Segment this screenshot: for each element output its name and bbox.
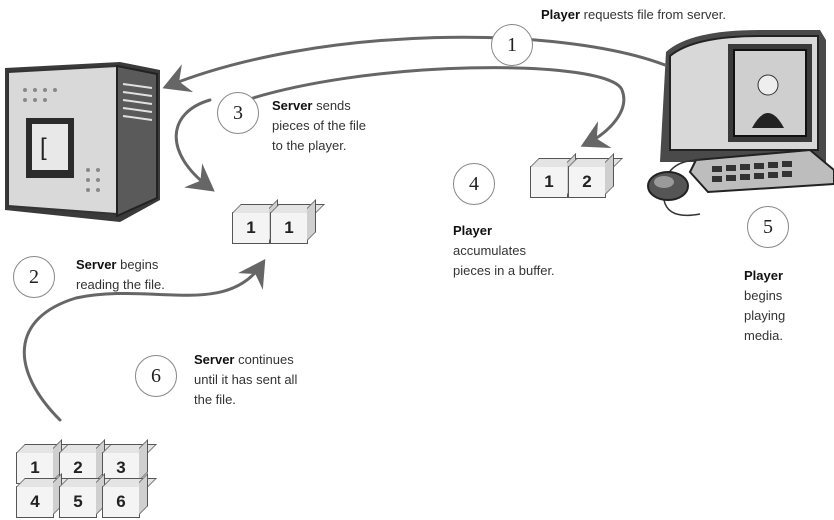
step-5-actor: Player	[744, 268, 784, 283]
step-6-actor: Server	[194, 352, 235, 367]
step-2-actor: Server	[76, 257, 117, 272]
request-arrow	[162, 35, 667, 93]
step-2-desc: begins	[116, 257, 159, 272]
step-1-desc: requests file from server.	[580, 7, 726, 22]
step-6-desc: continues	[234, 352, 294, 367]
step-4-actor: Player	[453, 223, 493, 238]
step-6-text: Server continues until it has sent all t…	[194, 350, 297, 410]
step-1-circle: 1	[491, 24, 533, 66]
step-4-line3: pieces in a buffer.	[453, 263, 555, 278]
step-2-line2: reading the file.	[76, 277, 165, 292]
step-3-line2: pieces of the file	[272, 118, 366, 133]
step-4-circle: 4	[453, 163, 495, 205]
step-3-circle: 3	[217, 92, 259, 134]
step-3-desc: sends	[312, 98, 351, 113]
step-4-text: Player accumulates pieces in a buffer.	[453, 221, 555, 281]
server-icon: [	[5, 62, 160, 222]
file-block: 5	[59, 486, 97, 518]
step-5-circle: 5	[747, 206, 789, 248]
step-1-text: Player requests file from server.	[541, 5, 726, 25]
buffer-block: 2	[568, 166, 606, 198]
send-arrow-to-buffer	[230, 66, 626, 149]
step-4-line2: accumulates	[453, 243, 526, 258]
step-6-circle: 6	[135, 355, 177, 397]
step-6-line2: until it has sent all	[194, 372, 298, 387]
step-5-line3: playing	[744, 308, 786, 323]
step-2-circle: 2	[13, 256, 55, 298]
sent-block: 1	[232, 212, 270, 244]
step-5-line4: media.	[744, 328, 784, 343]
step-3-text: Server sends pieces of the file to the p…	[272, 96, 366, 156]
send-arrow-to-blocks	[174, 98, 215, 192]
step-5-line2: begins	[744, 288, 783, 303]
step-3-actor: Server	[272, 98, 313, 113]
sent-block: 1	[270, 212, 308, 244]
file-block: 6	[102, 486, 140, 518]
computer-icon	[647, 30, 834, 217]
step-3-line3: to the player.	[272, 138, 347, 153]
step-5-text: Player begins playing media.	[744, 266, 785, 346]
step-2-text: Server begins reading the file.	[76, 255, 165, 295]
file-block: 4	[16, 486, 54, 518]
step-6-line3: the file.	[194, 392, 236, 407]
buffer-block: 1	[530, 166, 568, 198]
svg-text:[: [	[40, 134, 47, 161]
step-1-actor: Player	[541, 7, 581, 22]
continue-arrow	[23, 259, 266, 422]
